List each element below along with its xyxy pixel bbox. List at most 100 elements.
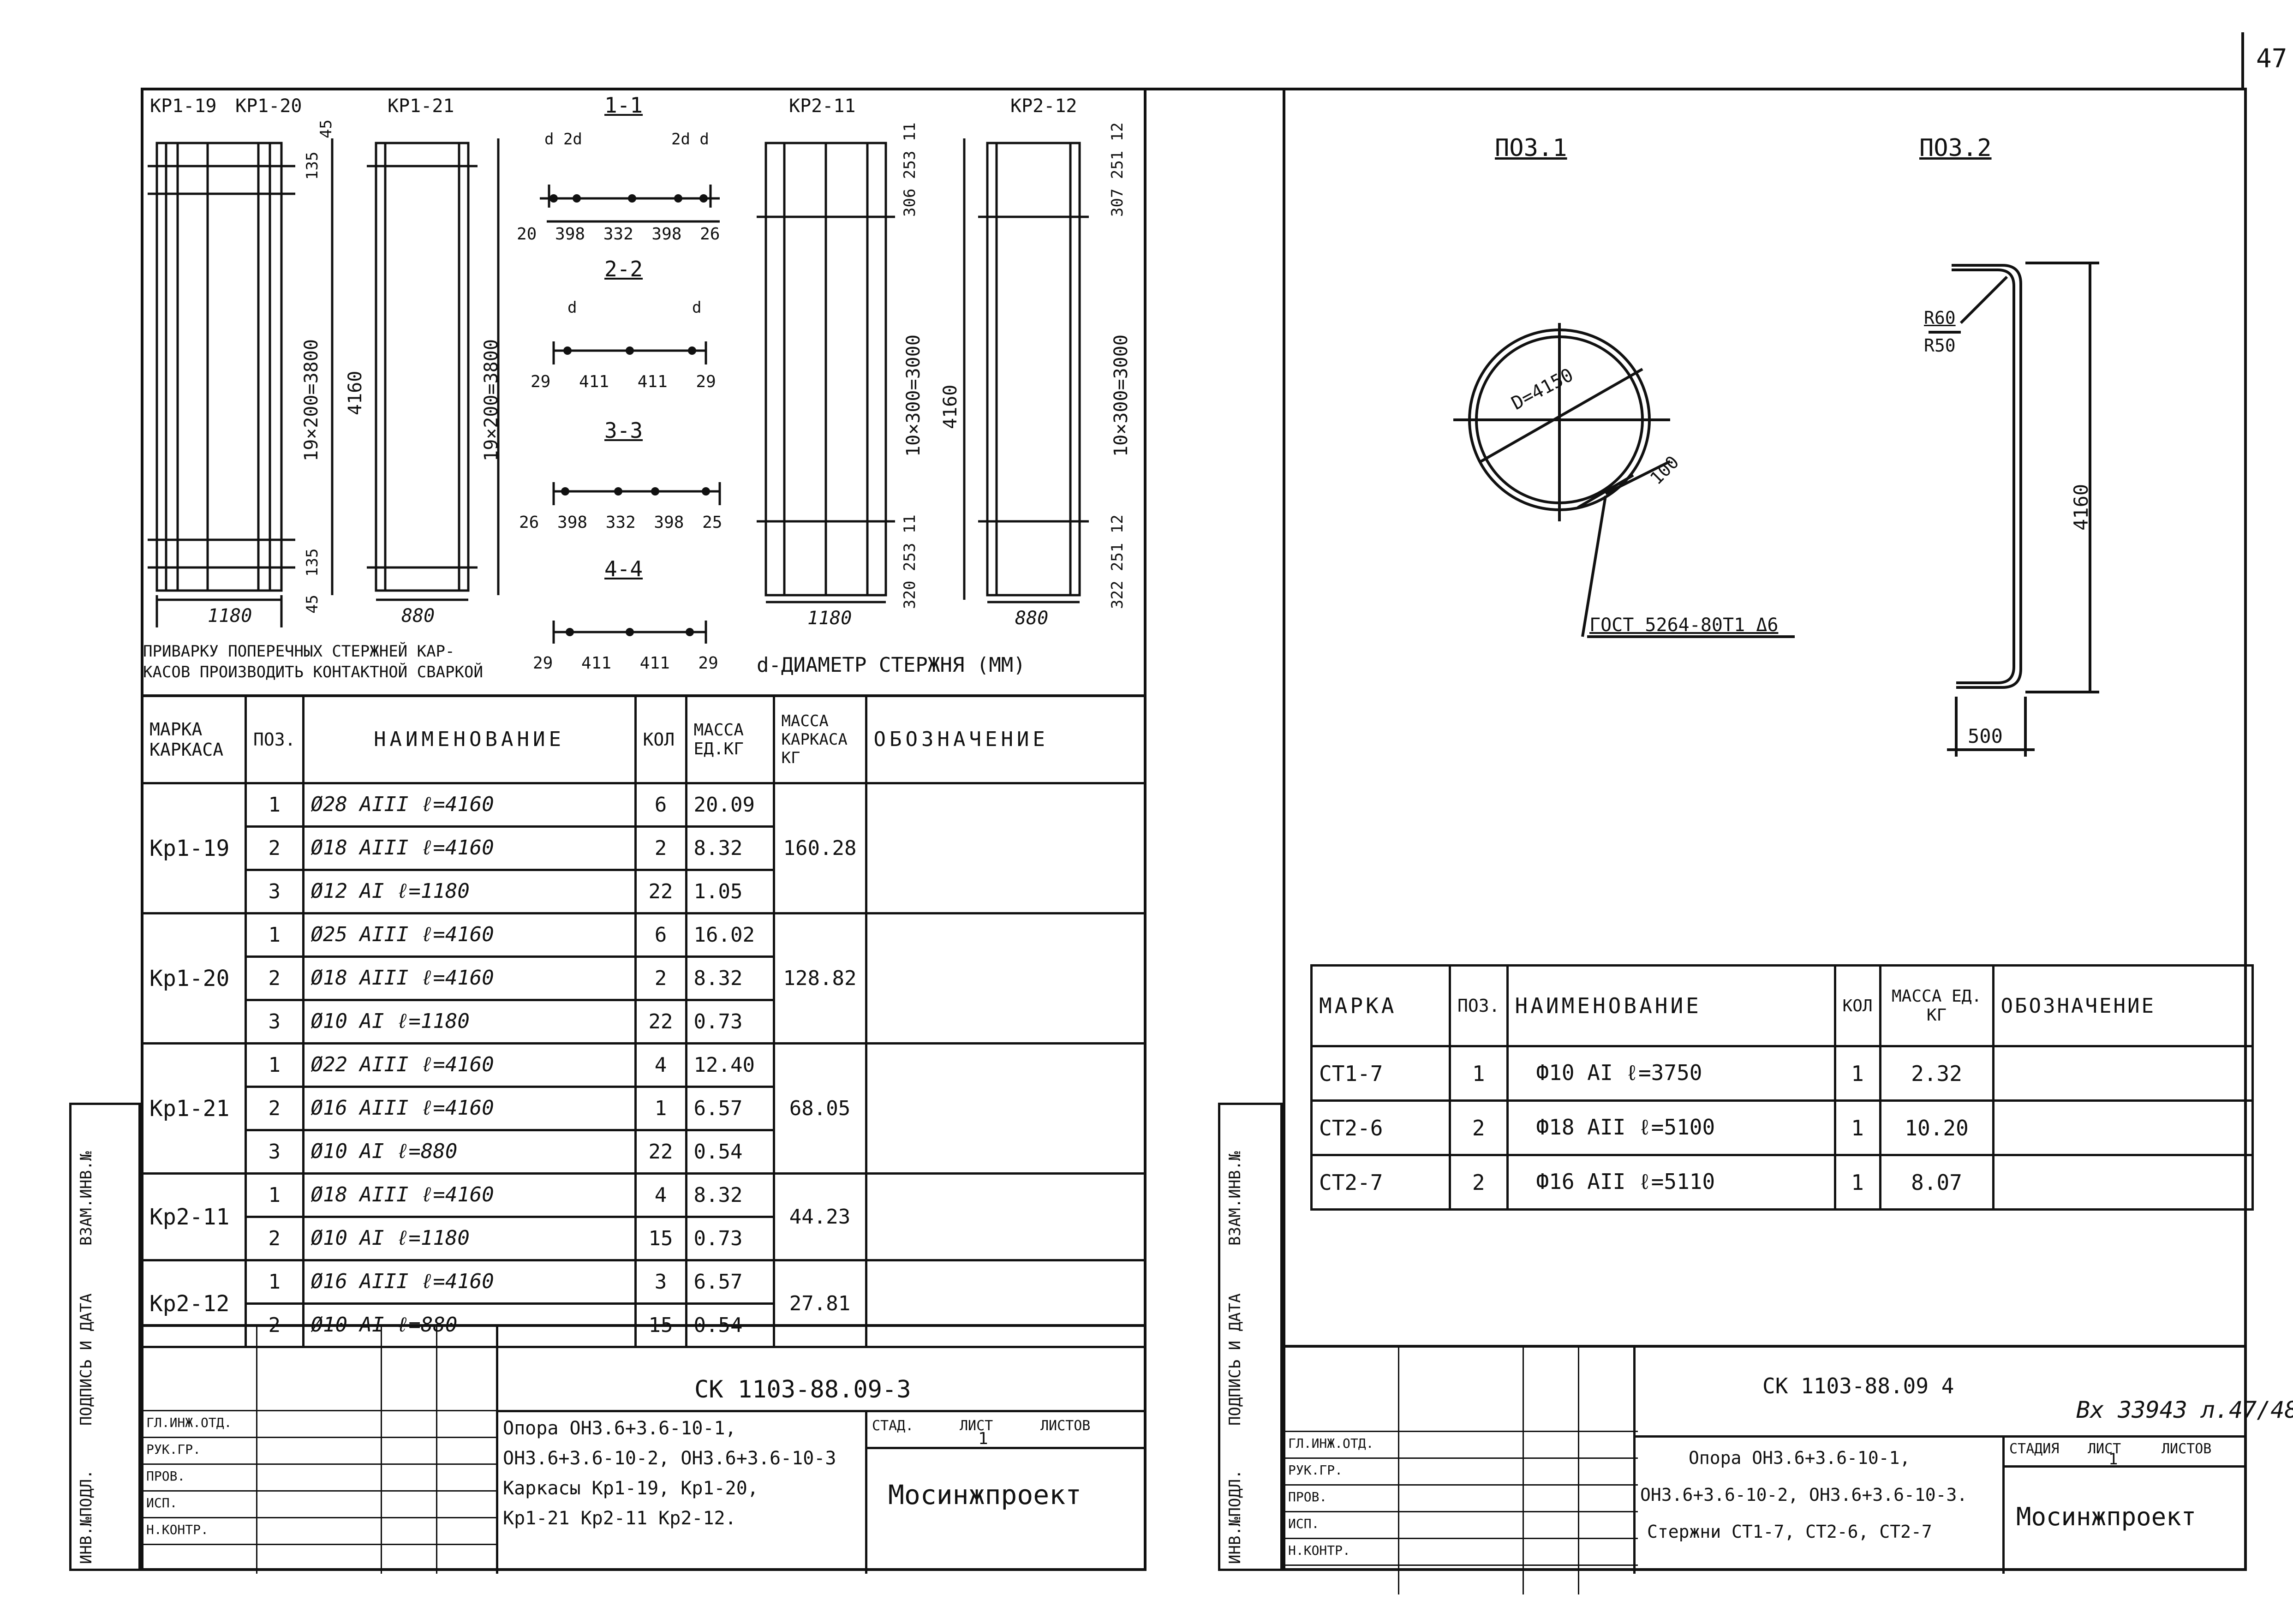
pos2-radius-1: R60 [1924, 308, 1956, 328]
left-stamp-title-2: ОНЗ.6+3.6-10-2, ОНЗ.6+3.6-10-3 [503, 1448, 836, 1469]
diameter-note: d-ДИАМЕТР СТЕРЖНЯ (ММ) [757, 653, 1026, 677]
row-mass: 8.32 [685, 825, 775, 871]
dim-d-s2: d [567, 299, 577, 317]
row-qty: 22 [634, 869, 687, 914]
left-stamp-divider-h2 [865, 1447, 1146, 1449]
left-stamp-code: СК 1103-88.09-3 [694, 1376, 911, 1403]
rod-mass: 10.20 [1879, 1099, 1994, 1156]
frame-mark: Кр2-11 [141, 1172, 247, 1261]
stamp-grid-col [256, 1327, 257, 1574]
rod-name: Ф16 АII ℓ=5110 [1506, 1154, 1836, 1211]
row-pos: 2 [245, 955, 305, 1001]
frame-mass: 27.81 [772, 1259, 867, 1348]
dim-width-1180-a: 1180 [208, 605, 252, 627]
stamp-grid-line [1283, 1511, 1638, 1512]
row-name: Ø10 АI ℓ=1180 [302, 1216, 637, 1261]
rod-name: Ф18 АII ℓ=5100 [1506, 1099, 1836, 1156]
right-stamp-divider-v2 [2002, 1435, 2005, 1574]
frame-mass: 44.23 [772, 1172, 867, 1261]
rod-mass: 2.32 [1879, 1045, 1994, 1102]
header-mark: МАРКА КАРКАСА [141, 694, 247, 784]
rod-designation [1992, 1045, 2254, 1102]
header-mass-frame: МАССА КАРКАСА КГ [772, 694, 867, 784]
right-sheet-gap [1146, 88, 1283, 90]
row-mass: 0.73 [685, 1216, 775, 1261]
dim-width-880-a: 880 [401, 605, 435, 627]
left-stamp-divider-v2 [865, 1410, 867, 1574]
rod-name: Ф10 АI ℓ=3750 [1506, 1045, 1836, 1102]
stamp-grid-line [141, 1437, 496, 1438]
row-name: Ø10 АI ℓ=1180 [302, 999, 637, 1045]
row-pos: 1 [245, 1042, 305, 1088]
row-name: Ø12 АI ℓ=1180 [302, 869, 637, 914]
right-stamp-code: СК 1103-88.09 4 [1762, 1373, 1954, 1398]
r-header-mass: МАССА ЕД. КГ [1879, 964, 1994, 1047]
stamp-grid-line [1283, 1538, 1638, 1539]
row-qty: 6 [634, 912, 687, 958]
stamp-grid-line [141, 1463, 496, 1465]
dim-d2d: d 2d [544, 130, 582, 149]
right-stamp-sheets: ЛИСТОВ [2162, 1441, 2212, 1457]
label-kr2-11: КР2-11 [789, 96, 856, 117]
header-designation: ОБОЗНАЧЕНИЕ [865, 694, 1147, 784]
row-mass: 0.54 [685, 1129, 775, 1175]
row-name: Ø18 АIII ℓ=4160 [302, 955, 637, 1001]
label-kr1-19: КР1-19 [150, 96, 217, 117]
left-stamp-title-3: Каркасы Кр1-19, Кр1-20, [503, 1478, 758, 1499]
dim-width-1180-b: 1180 [807, 608, 852, 629]
left-stamp-title-1: Опора ОНЗ.6+3.6-10-1, [503, 1418, 736, 1439]
section-2-2: 2-2 [604, 257, 643, 281]
row-mass: 8.32 [685, 1172, 775, 1218]
right-stamp-stage: СТАДИЯ [2009, 1441, 2060, 1457]
dim-s2: 29 411 411 29 [531, 372, 716, 391]
left-stamp-title-4: Кр1-21 Кр2-11 Кр2-12. [503, 1508, 736, 1529]
section-4-4: 4-4 [604, 556, 643, 581]
right-side-vzam: ВЗАМ.ИНВ.№ [1226, 1151, 1244, 1246]
stamp-grid-line [141, 1490, 496, 1492]
row-qty: 15 [634, 1216, 687, 1261]
row-mass: 20.09 [685, 782, 775, 828]
left-stamp-stage: СТАД. [872, 1418, 914, 1434]
stamp-grid-col [436, 1327, 437, 1574]
page-number: 47 [2256, 44, 2287, 74]
pos2-label: ПОЗ.2 [1919, 134, 1992, 162]
right-stamp: СК 1103-88.09 4 Вх 33943 л.47/48 Опора О… [1283, 1345, 2293, 1594]
label-kr1-20: КР1-20 [235, 96, 302, 117]
pos2-height: 4160 [2070, 484, 2092, 531]
frame-mark: Кр1-20 [141, 912, 247, 1045]
frame-mark: Кр2-12 [141, 1259, 247, 1348]
stamp-grid-col [1578, 1348, 1579, 1594]
frame-designation [865, 782, 1147, 914]
r-header-qty: КОЛ [1833, 964, 1881, 1047]
row-mass: 16.02 [685, 912, 775, 958]
frame-designation [865, 1259, 1147, 1348]
rod-mark: СТ1-7 [1310, 1045, 1451, 1102]
left-spec-table: МАРКА КАРКАСА ПОЗ. НАИМЕНОВАНИЕ КОЛ МАСС… [141, 694, 1147, 1348]
stamp-role: ГЛ.ИНЖ.ОТД. [1288, 1436, 1374, 1451]
dim-2dd: 2d d [671, 130, 709, 149]
stamp-grid-line [1283, 1564, 1638, 1566]
left-stamp-sheet-value: 1 [978, 1429, 988, 1448]
rod-designation [1992, 1099, 2254, 1156]
frame-designation [865, 1172, 1147, 1261]
left-stamp-divider-v [496, 1327, 498, 1574]
header-pos: ПОЗ. [245, 694, 305, 784]
row-name: Ø25 АIII ℓ=4160 [302, 912, 637, 958]
r-header-pos: ПОЗ. [1449, 964, 1509, 1047]
label-kr2-12: КР2-12 [1010, 96, 1077, 117]
row-pos: 1 [245, 1172, 305, 1218]
header-qty: КОЛ [634, 694, 687, 784]
stamp-role: ПРОВ. [1288, 1489, 1327, 1505]
dim-width-880-b: 880 [1015, 608, 1049, 629]
row-pos: 2 [245, 1086, 305, 1131]
